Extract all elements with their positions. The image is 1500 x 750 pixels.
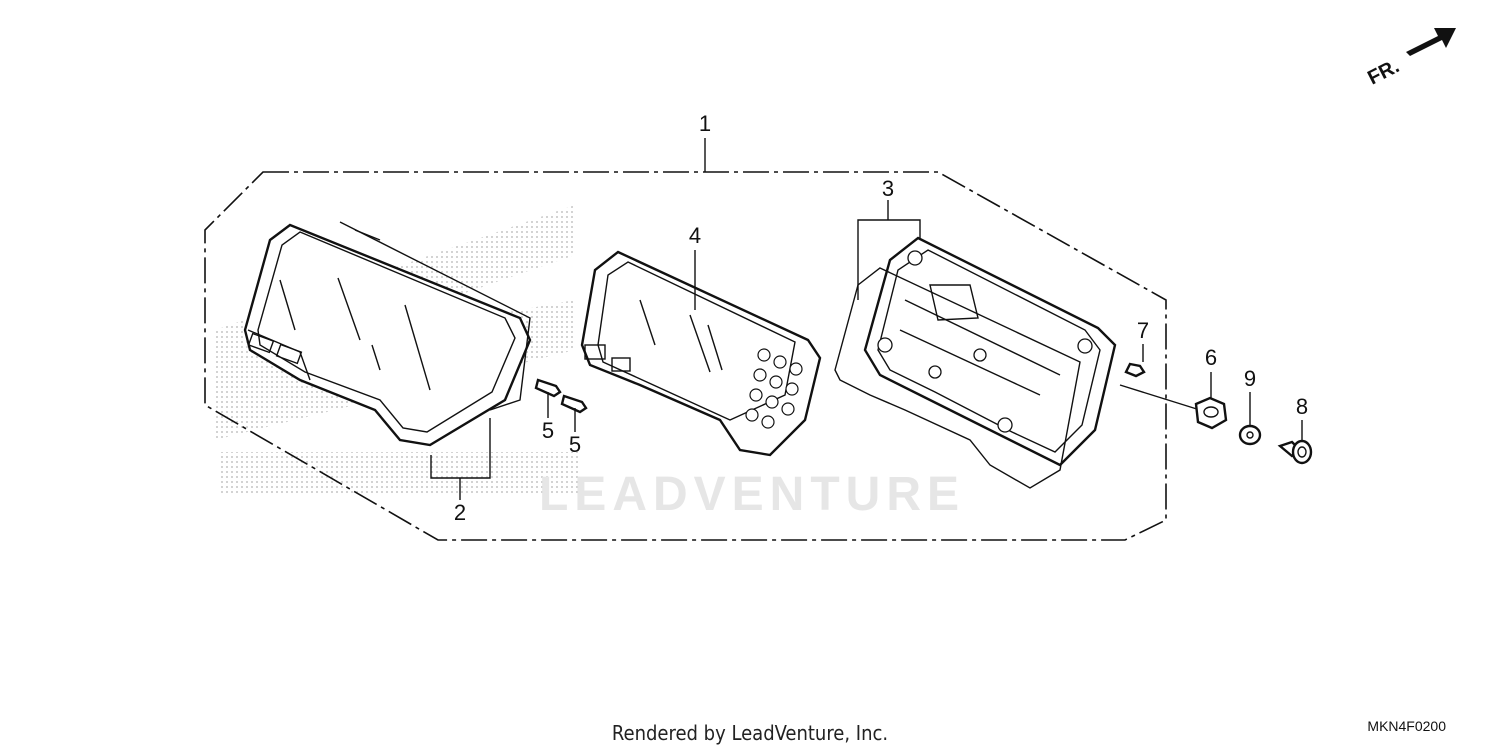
callout-3[interactable]: 3 xyxy=(857,176,921,300)
assembly-outline xyxy=(204,171,1167,541)
svg-text:1: 1 xyxy=(699,111,711,136)
bolt-part-7[interactable] xyxy=(1124,362,1146,378)
front-direction-arrow: FR. xyxy=(1364,28,1456,89)
screw-part-b[interactable] xyxy=(560,394,588,414)
svg-text:7: 7 xyxy=(1137,318,1149,343)
svg-text:3: 3 xyxy=(882,176,894,201)
svg-text:8: 8 xyxy=(1296,394,1308,419)
nut-part-6[interactable] xyxy=(1194,396,1228,430)
svg-text:6: 6 xyxy=(1205,345,1217,370)
callout-2[interactable]: 2 xyxy=(430,418,491,525)
svg-text:2: 2 xyxy=(454,500,466,525)
svg-text:9: 9 xyxy=(1244,366,1256,391)
svg-text:5: 5 xyxy=(569,432,581,457)
callout-1[interactable]: 1 xyxy=(699,111,711,172)
callout-8[interactable]: 8 xyxy=(1296,394,1308,440)
washer-part-9[interactable] xyxy=(1238,424,1262,446)
callout-4[interactable]: 4 xyxy=(689,223,701,310)
svg-text:4: 4 xyxy=(689,223,701,248)
callout-7[interactable]: 7 xyxy=(1137,318,1149,362)
screw-part-a[interactable] xyxy=(534,378,562,398)
footer-credit: Rendered by LeadVenture, Inc. xyxy=(612,721,888,745)
rear-case-part[interactable] xyxy=(834,236,1117,489)
svg-text:FR.: FR. xyxy=(1364,55,1403,89)
svg-text:5: 5 xyxy=(542,418,554,443)
callout-5b[interactable]: 5 xyxy=(569,408,581,457)
callout-5a[interactable]: 5 xyxy=(542,392,554,443)
meter-cover-part[interactable] xyxy=(243,221,532,447)
grommet-part-8[interactable] xyxy=(1277,439,1313,465)
callout-9[interactable]: 9 xyxy=(1244,366,1256,426)
diagram-code: MKN4F0200 xyxy=(1367,718,1446,734)
assembly-leader xyxy=(1119,384,1201,411)
display-unit-part[interactable] xyxy=(580,250,822,457)
callout-6[interactable]: 6 xyxy=(1205,345,1217,398)
watermark-text: LEADVENTURE xyxy=(539,468,965,521)
